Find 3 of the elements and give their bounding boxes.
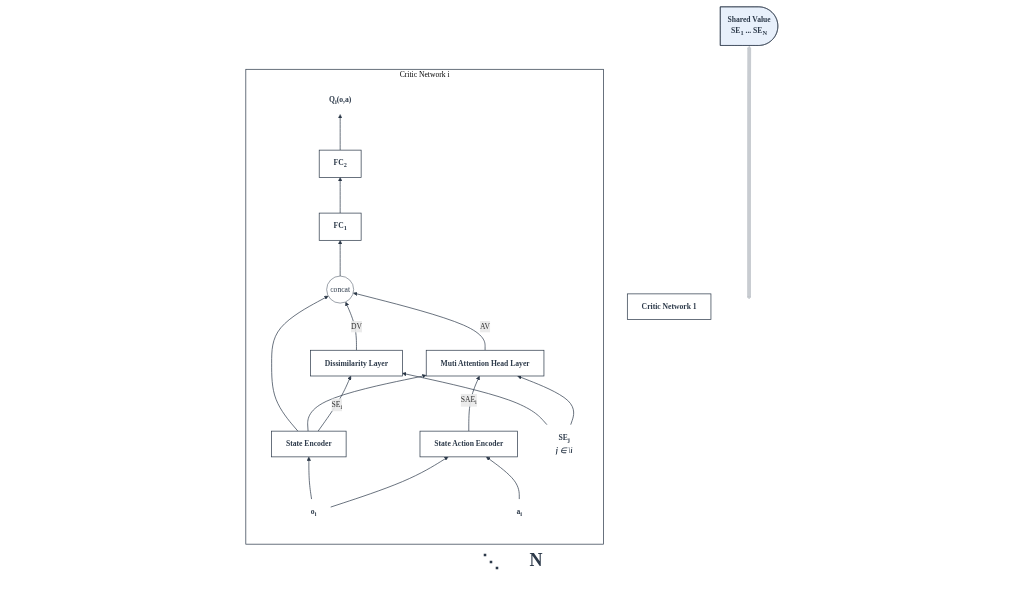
- note-label: ⋱: [481, 550, 500, 572]
- note-label: N: [529, 550, 543, 572]
- arrow: [747, 45, 752, 300]
